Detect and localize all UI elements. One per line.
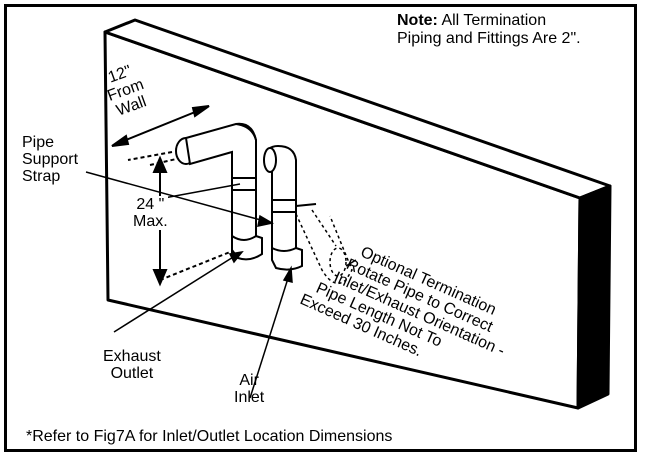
leader-lines <box>85 171 357 399</box>
air-inlet-line-2: Inlet <box>234 389 265 406</box>
diagram-frame <box>4 4 637 452</box>
note-line-2: Piping and Fittings Are 2". <box>397 30 581 47</box>
max-height-line-1: 24 " <box>136 196 165 213</box>
wall <box>103 18 612 410</box>
exhaust-pipe <box>175 122 263 261</box>
note-text: Note: All Termination Piping and Fitting… <box>397 12 581 48</box>
exhaust-outlet-label: Exhaust Outlet <box>103 348 161 382</box>
air-inlet-line-1: Air <box>239 372 259 389</box>
from-wall-dimension <box>111 105 210 161</box>
pipe-support-line-2: Support <box>22 151 79 168</box>
air-inlet-pipe <box>263 144 317 271</box>
note-heading: Note: <box>397 12 438 29</box>
pipe-support-line-1: Pipe <box>22 134 55 151</box>
pipe-support-line-3: Strap <box>22 168 61 185</box>
max-height-label: 24 " Max. <box>133 196 168 230</box>
max-height-line-2: Max. <box>133 213 168 230</box>
note-line-1: All Termination <box>441 12 547 29</box>
footnote: *Refer to Fig7A for Inlet/Outlet Locatio… <box>26 428 393 445</box>
pipe-support-strap-label: Pipe Support Strap <box>22 134 78 185</box>
optional-termination-dashed <box>295 209 353 285</box>
exhaust-outlet-line-2: Outlet <box>110 365 154 382</box>
exhaust-outlet-line-1: Exhaust <box>103 348 161 365</box>
air-inlet-label: Air Inlet <box>234 372 264 406</box>
